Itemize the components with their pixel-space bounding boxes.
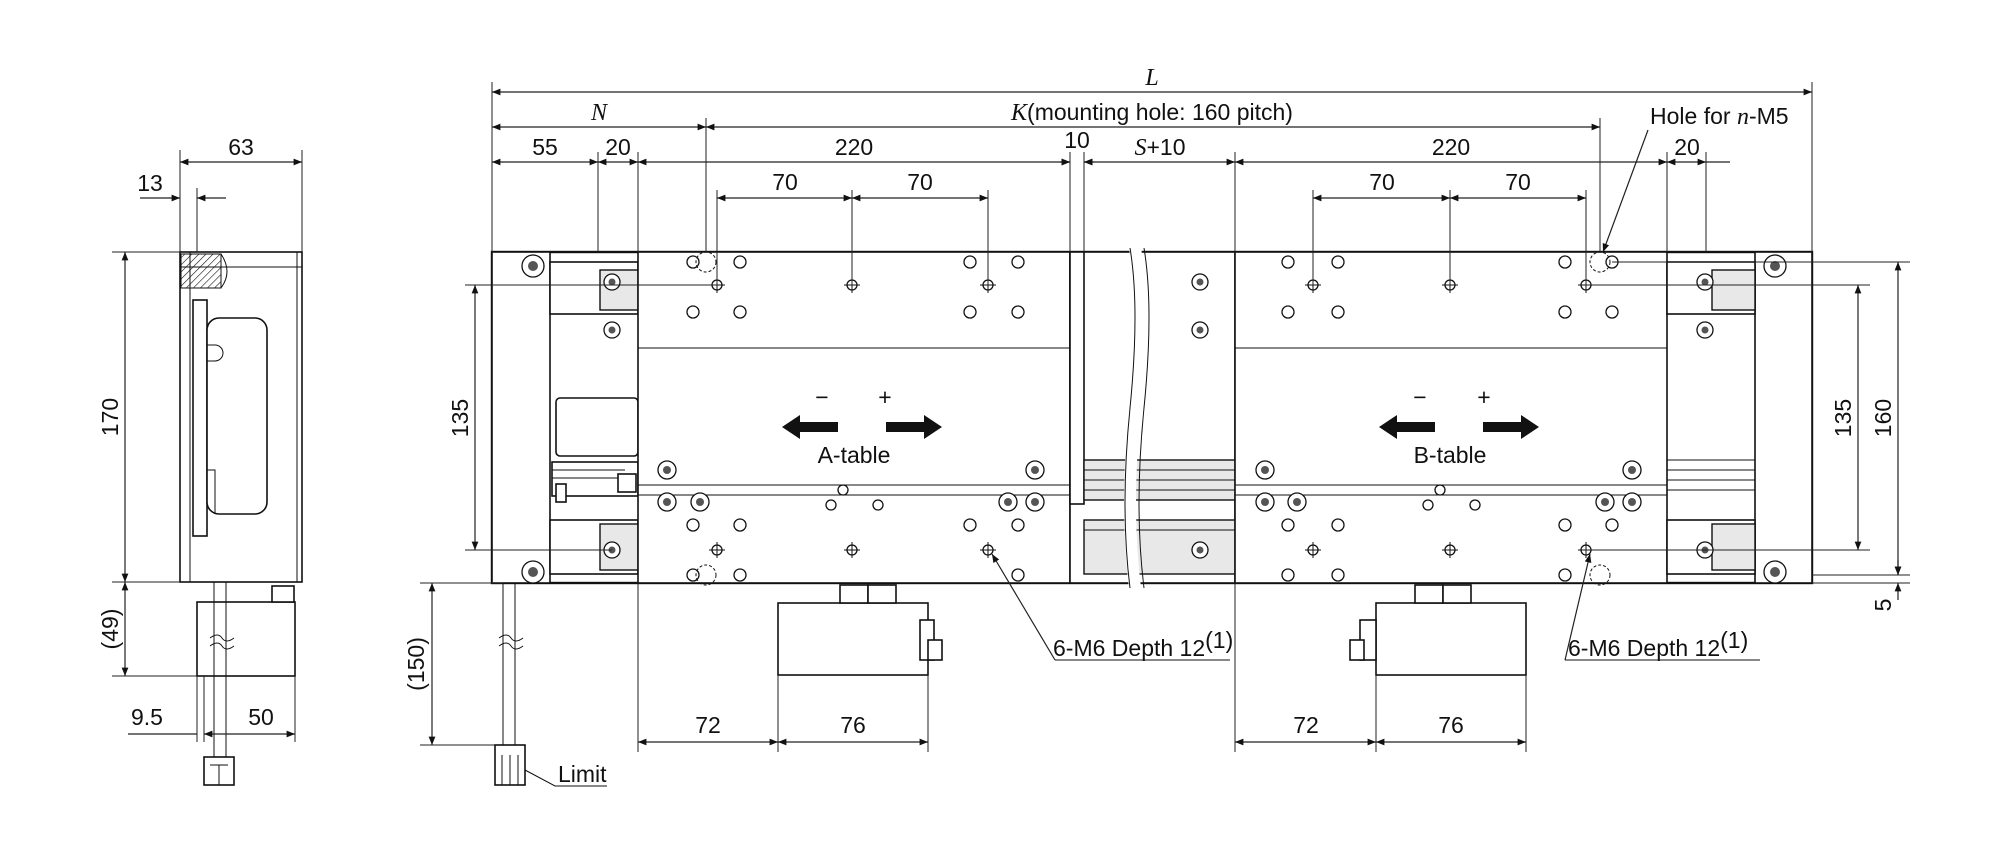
- side-table-profile: [206, 317, 268, 515]
- a-table-holes: [657, 251, 1045, 586]
- corner-bolts: [521, 254, 1787, 584]
- dim-N: N: [590, 100, 609, 126]
- side-dim-50: 50: [248, 704, 274, 730]
- b-plus-label: +: [1477, 384, 1490, 410]
- dim-70-b1: 70: [1369, 169, 1395, 195]
- side-dim-9-5: 9.5: [131, 704, 163, 730]
- top-view: − + A-table − + B-table Limit: [403, 65, 1910, 787]
- a-table-direction: − + A-table: [782, 384, 942, 468]
- dim-55: 55: [532, 134, 558, 160]
- side-view: 63 13 170 (49) 50 9.5: [97, 134, 303, 786]
- b-minus-label: −: [1413, 384, 1426, 410]
- dim-70-a1: 70: [772, 169, 798, 195]
- dim-76-a: 76: [840, 712, 866, 738]
- dim-S-plus-10: S+10: [1134, 134, 1185, 161]
- dim-10: 10: [1064, 127, 1090, 153]
- a-table-body: [637, 251, 1071, 584]
- b-table-body: [1234, 251, 1668, 584]
- a-sensor-block: [777, 602, 929, 676]
- dim-L: L: [1144, 65, 1158, 91]
- dim-76-b: 76: [1438, 712, 1464, 738]
- arrow-right-icon: [1483, 415, 1539, 439]
- side-dim-63: 63: [228, 134, 254, 160]
- side-dim-13: 13: [137, 170, 163, 196]
- side-slider-plate: [192, 299, 208, 537]
- b-table-label: B-table: [1414, 442, 1487, 468]
- arrow-left-icon: [782, 415, 838, 439]
- hole-note: Hole for n-M5: [1650, 103, 1789, 130]
- dim-72-b: 72: [1293, 712, 1319, 738]
- right-end-plate: [1754, 251, 1813, 584]
- dim-72-a: 72: [695, 712, 721, 738]
- dim-70-b2: 70: [1505, 169, 1531, 195]
- dim-135-right: 135: [1830, 399, 1856, 437]
- a-table-m6-holes: [709, 277, 996, 558]
- dim-70-a2: 70: [907, 169, 933, 195]
- side-dim-49: (49): [97, 609, 123, 650]
- limit-label: Limit: [558, 761, 607, 787]
- b-sensor-block: [1375, 602, 1527, 676]
- dim-20-left: 20: [605, 134, 631, 160]
- left-end-plate: [491, 251, 551, 584]
- dim-20-right: 20: [1674, 134, 1700, 160]
- dim-K: K(mounting hole: 160 pitch): [1010, 99, 1293, 126]
- dim-220-right: 220: [1432, 134, 1470, 160]
- a-minus-label: −: [815, 384, 828, 410]
- side-dim-170: 170: [97, 398, 123, 436]
- dim-5: 5: [1870, 599, 1896, 612]
- side-limit-block: [196, 601, 296, 677]
- b-table-holes: [1255, 251, 1642, 586]
- dim-220-left: 220: [835, 134, 873, 160]
- dim-160: 160: [1870, 399, 1896, 437]
- a-table-label: A-table: [818, 442, 891, 468]
- arrow-left-icon: [1379, 415, 1435, 439]
- b-table-direction: − + B-table: [1379, 384, 1539, 468]
- dim-150: (150): [403, 637, 429, 691]
- a-plus-label: +: [878, 384, 891, 410]
- arrow-right-icon: [886, 415, 942, 439]
- side-hatch-section: [180, 253, 222, 289]
- m6-note-a: 6-M6 Depth 12(1): [1053, 627, 1233, 661]
- dim-135-left: 135: [447, 399, 473, 437]
- m6-note-b: 6-M6 Depth 12(1): [1568, 627, 1748, 661]
